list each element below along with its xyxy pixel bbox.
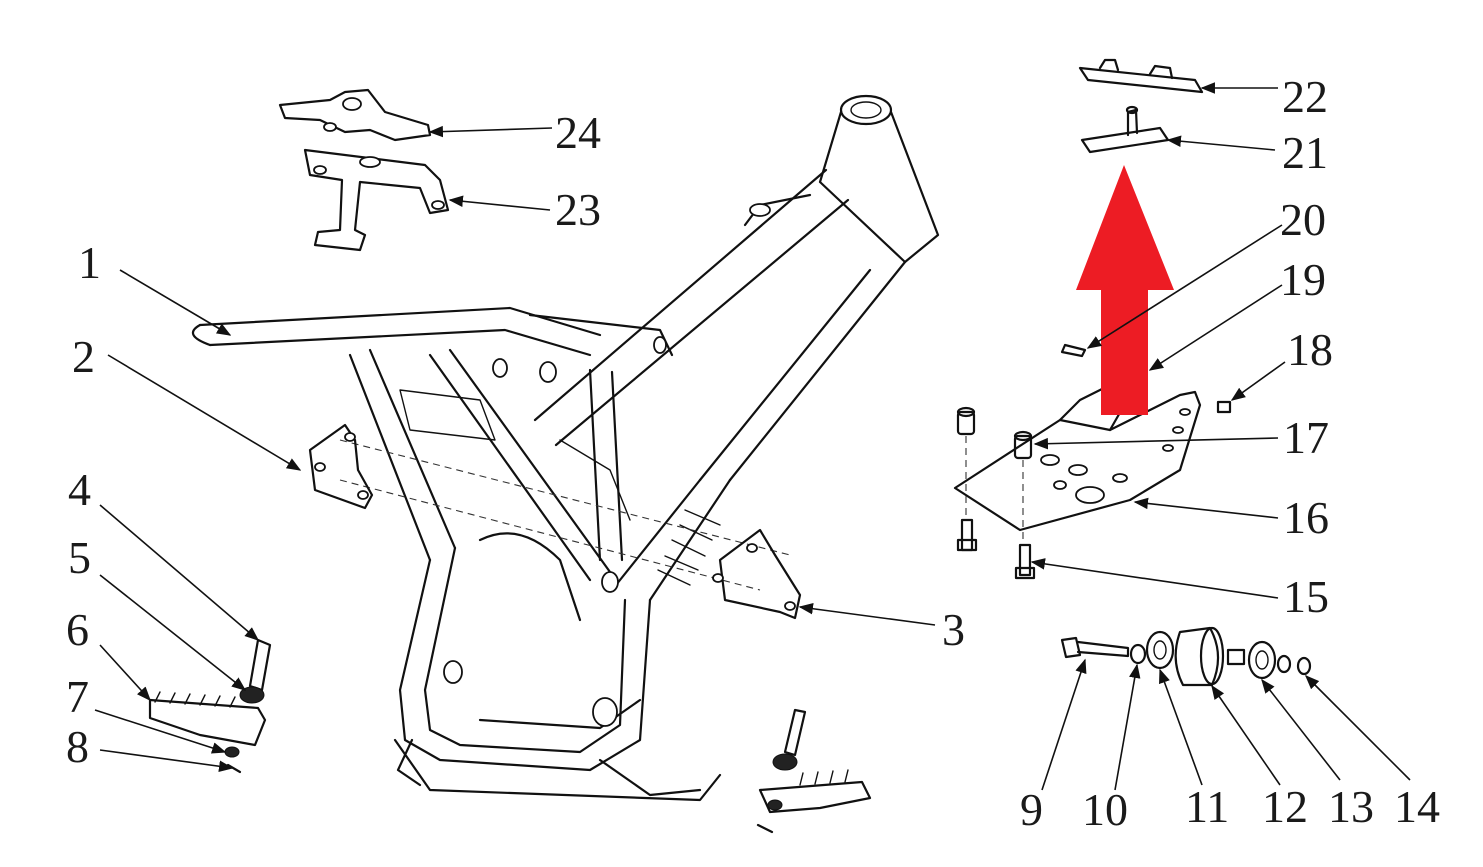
bracket-23 — [303, 148, 450, 252]
leader-lines — [94, 82, 1411, 791]
callout-7: 7 — [66, 671, 89, 722]
callout-20: 20 — [1280, 194, 1326, 245]
red-up-arrow-icon — [1076, 165, 1174, 415]
footpeg-right — [756, 708, 872, 834]
mount-plate-21 — [1080, 105, 1170, 154]
callout-3: 3 — [942, 604, 965, 655]
callout-15: 15 — [1283, 571, 1329, 622]
callout-6: 6 — [66, 604, 89, 655]
callout-21: 21 — [1282, 127, 1328, 178]
callout-18: 18 — [1287, 324, 1333, 375]
callout-23: 23 — [555, 184, 601, 235]
callout-2: 2 — [72, 331, 95, 382]
callout-4: 4 — [68, 464, 91, 515]
callout-5: 5 — [68, 532, 91, 583]
callout-16: 16 — [1283, 492, 1329, 543]
engine-mount-assembly — [1060, 626, 1312, 687]
pin-20 — [1060, 343, 1087, 358]
callout-14: 14 — [1394, 781, 1440, 832]
footpeg-left — [148, 638, 272, 774]
callout-12: 12 — [1262, 781, 1308, 832]
callout-8: 8 — [66, 721, 89, 772]
alignment-lines — [339, 439, 791, 591]
callout-9: 9 — [1020, 784, 1043, 835]
callout-1: 1 — [78, 237, 101, 288]
main-frame — [191, 94, 940, 802]
bracket-2 — [308, 423, 374, 510]
callout-19: 19 — [1280, 254, 1326, 305]
callout-10: 10 — [1082, 784, 1128, 835]
skid-plate-16 — [953, 383, 1202, 532]
callout-11: 11 — [1185, 781, 1229, 832]
cover-22 — [1078, 58, 1204, 94]
rubber-bushings-17 — [956, 406, 1033, 540]
callout-24: 24 — [555, 107, 601, 158]
bracket-24 — [278, 88, 432, 142]
bolts-15 — [956, 518, 1036, 580]
bolt-18 — [1216, 400, 1232, 414]
bracket-3 — [712, 528, 802, 620]
callout-13: 13 — [1328, 781, 1374, 832]
callout-17: 17 — [1283, 412, 1329, 463]
callout-numbers: 1 2 3 4 5 6 7 8 9 10 11 12 13 14 15 16 1… — [66, 71, 1440, 835]
callout-22: 22 — [1282, 71, 1328, 122]
